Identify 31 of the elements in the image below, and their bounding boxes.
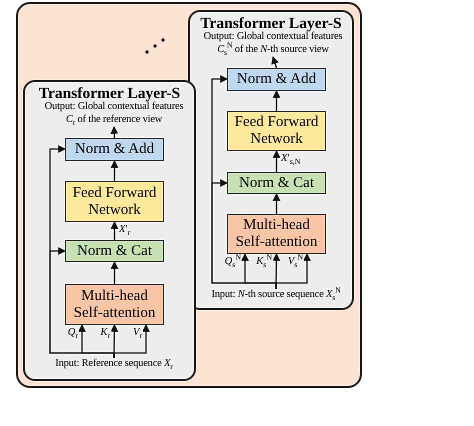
layer-panel <box>188 10 354 310</box>
process-box: Norm & Add <box>227 68 326 91</box>
arrow <box>110 126 118 138</box>
edge-label: X′$_{s,N}$ <box>280 153 302 165</box>
arrow <box>272 193 280 214</box>
process-box: Norm & Cat <box>65 240 164 262</box>
io-text: Output: Global contextual features C$_{r}$ of the reference view <box>39 101 189 127</box>
panel-title: Transformer Layer-S <box>199 15 342 32</box>
edge-label: K$_{r}$ <box>99 327 111 339</box>
process-box: Feed Forward Network <box>65 181 164 222</box>
edge-label: Q$_{r}$ <box>66 327 79 339</box>
process-box: Norm & Cat <box>227 172 326 194</box>
arrow <box>110 221 118 240</box>
arrow <box>272 90 280 111</box>
arrow <box>272 150 280 172</box>
process-box: Multi-head Self-attention <box>65 284 164 325</box>
panel-title: Transformer Layer-S <box>38 85 180 102</box>
edge-label: V$_{r}$ <box>132 327 143 339</box>
process-box: Norm & Add <box>65 138 164 161</box>
layer-panel <box>23 80 196 381</box>
arrow <box>49 145 115 358</box>
arrow <box>211 75 277 289</box>
io-text: Output: Global contextual features C$_{s}$$^{N}$ of the N-th source view <box>200 31 346 57</box>
edge-label: X′$_{r}$ <box>118 224 132 236</box>
process-box: Feed Forward Network <box>227 111 326 151</box>
io-text: Input: Reference sequence X$_{r}$ <box>39 358 189 373</box>
container-box <box>16 2 362 388</box>
arrow <box>110 160 118 181</box>
arrow <box>271 56 279 68</box>
process-box: Multi-head Self-attention <box>227 214 326 254</box>
arrow <box>110 261 118 284</box>
